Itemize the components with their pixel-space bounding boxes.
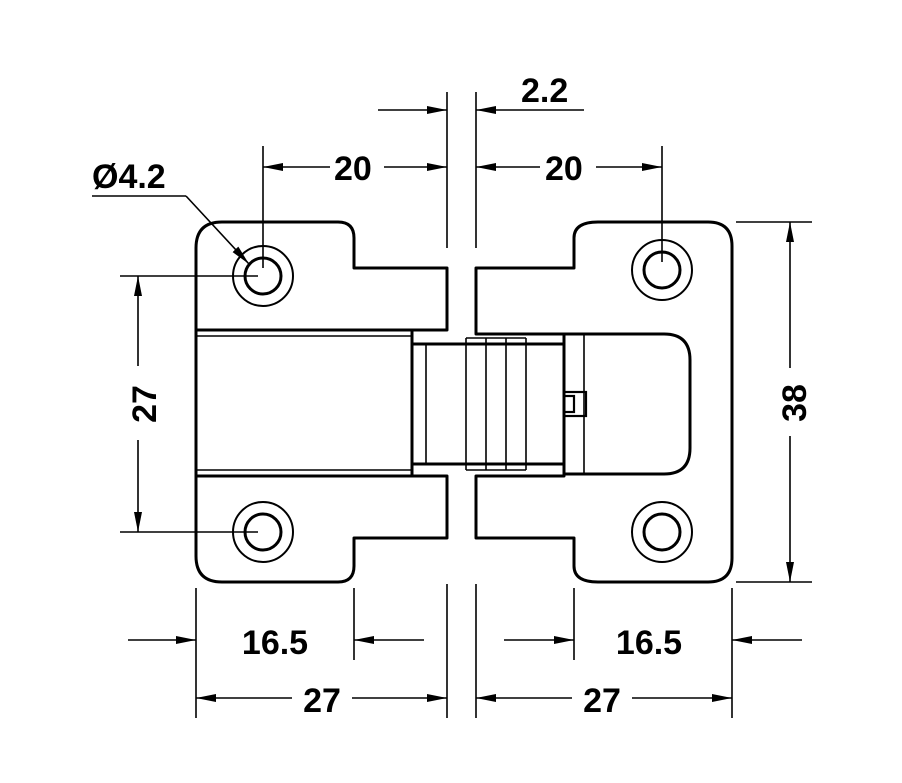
hole-offset-left-label: 20 bbox=[334, 150, 372, 188]
bottom-right-inner-label: 16.5 bbox=[616, 624, 682, 662]
dimension-gap: 2.2 bbox=[378, 72, 584, 114]
hinge-knuckle bbox=[410, 337, 566, 471]
dimension-hole-offset-left: 20 bbox=[263, 150, 447, 188]
dimension-hole-spacing: 27 bbox=[126, 276, 164, 532]
dimension-bottom-left-width: 27 bbox=[196, 682, 447, 720]
hole-bottom-right bbox=[631, 501, 693, 563]
dimension-hole-offset-right: 20 bbox=[476, 150, 662, 188]
dimension-bottom-left-inner: 16.5 bbox=[128, 624, 424, 662]
height-label: 38 bbox=[776, 384, 814, 422]
dimension-bottom-right-width: 27 bbox=[476, 682, 732, 720]
dimension-height: 38 bbox=[776, 222, 814, 582]
right-hinge-plate bbox=[474, 220, 734, 584]
dimension-bottom-right-inner: 16.5 bbox=[504, 624, 802, 662]
hole-diameter-label: Ø4.2 bbox=[92, 158, 166, 196]
hole-offset-right-label: 20 bbox=[545, 150, 583, 188]
dimension-hole-diameter: Ø4.2 bbox=[92, 158, 250, 265]
bottom-left-inner-label: 16.5 bbox=[242, 624, 308, 662]
left-hinge-plate bbox=[194, 220, 449, 584]
bottom-right-width-label: 27 bbox=[583, 682, 621, 720]
gap-label: 2.2 bbox=[521, 72, 568, 110]
bottom-left-width-label: 27 bbox=[303, 682, 341, 720]
hole-spacing-label: 27 bbox=[126, 385, 164, 423]
